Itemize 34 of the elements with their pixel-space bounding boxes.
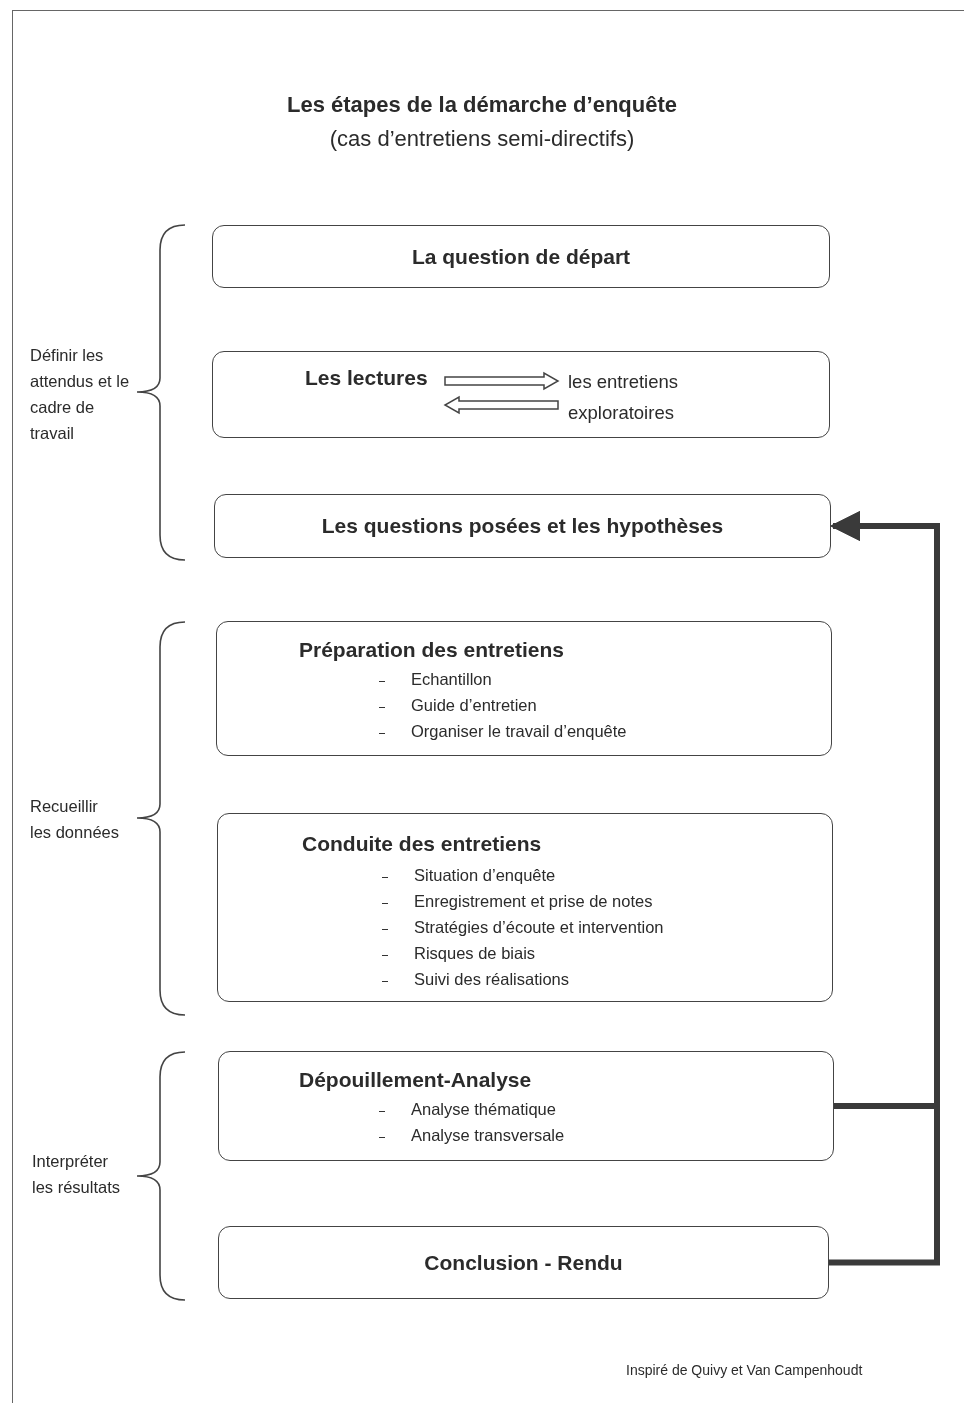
brace-label: Définir les attendus et le cadre de travail (30, 345, 130, 444)
arrow (443, 395, 559, 415)
step-text (212, 351, 830, 438)
step-box (217, 813, 833, 1002)
step-box (212, 225, 830, 288)
list-item: Stratégies d’écoute et intervention (414, 918, 664, 937)
source-note: Inspiré de Quivy et Van Campenhoudt (626, 1361, 863, 1380)
brace-label: Interpréter les résultats (32, 1151, 122, 1198)
step-title: La question de départ (410, 244, 632, 269)
arrow (444, 371, 560, 391)
list-item: Echantillon (411, 670, 492, 689)
brace-label: Recueillir les données (30, 796, 120, 843)
step-box (218, 1226, 829, 1299)
step-box (216, 621, 832, 756)
step-text: les entretiens exploratoires (558, 366, 738, 426)
step-title: Les questions posées et les hypothèses (320, 514, 725, 538)
step-title: Conduite des entretiens (302, 832, 542, 856)
step-title: Conclusion - Rendu (423, 1250, 624, 1275)
list-item: Situation d’enquête (414, 866, 556, 885)
step-box (218, 1051, 834, 1161)
arrow (829, 511, 940, 1266)
list-item: Analyse thématique (411, 1100, 556, 1119)
title: Les étapes de la démarche d’enquête (285, 92, 678, 118)
step-title: Dépouillement-Analyse (299, 1068, 532, 1092)
step-label: Les lectures (305, 366, 445, 418)
subtitle: (cas d’entretiens semi-directifs) (328, 126, 636, 152)
step-box (214, 494, 831, 558)
list-item: Suivi des réalisations (414, 970, 569, 989)
step-title: Préparation des entretiens (299, 638, 564, 662)
list-item: Organiser le travail d’enquête (411, 722, 627, 741)
list-item: Risques de biais (414, 944, 536, 963)
list-item: Enregistrement et prise de notes (414, 892, 653, 911)
list-item: Guide d’entretien (411, 696, 537, 715)
list-item: Analyse transversale (411, 1126, 565, 1145)
